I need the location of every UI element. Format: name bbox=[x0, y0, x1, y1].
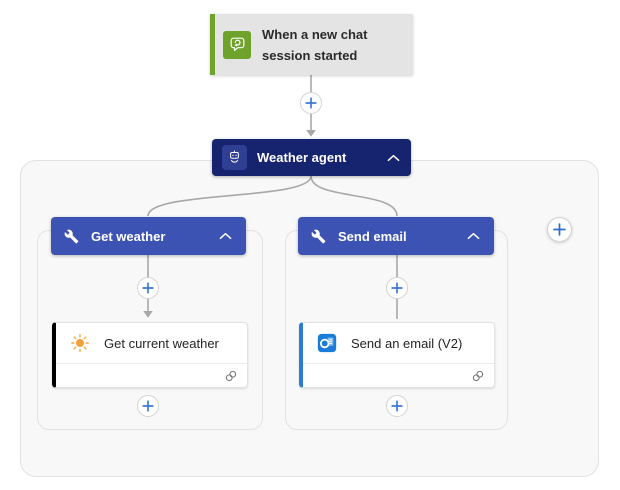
bot-icon bbox=[222, 145, 247, 170]
insert-action-button[interactable] bbox=[386, 277, 408, 299]
tool-label: Get weather bbox=[91, 228, 166, 244]
connection-icon bbox=[224, 369, 238, 383]
tool-collapse-button[interactable] bbox=[465, 229, 481, 243]
trigger-node[interactable]: When a new chat session started bbox=[210, 14, 413, 75]
trigger-label: When a new chat session started bbox=[262, 26, 368, 63]
action-label: Send an email (V2) bbox=[351, 335, 463, 351]
wrench-icon bbox=[64, 229, 79, 244]
agent-collapse-button[interactable] bbox=[385, 151, 401, 165]
wrench-icon bbox=[311, 229, 326, 244]
add-tool-button[interactable] bbox=[547, 217, 572, 242]
insert-action-button[interactable] bbox=[137, 277, 159, 299]
action-card-send-an-email[interactable]: Send an email (V2) bbox=[299, 322, 495, 388]
agent-label: Weather agent bbox=[257, 150, 347, 165]
agent-node[interactable]: Weather agent bbox=[212, 139, 411, 176]
sun-icon bbox=[68, 331, 92, 355]
outlook-icon bbox=[315, 331, 339, 355]
action-card-footer bbox=[56, 364, 247, 387]
add-action-button[interactable] bbox=[386, 395, 408, 417]
connection-icon bbox=[471, 369, 485, 383]
tool-header-send-email[interactable]: Send email bbox=[298, 217, 494, 255]
tool-collapse-button[interactable] bbox=[217, 229, 233, 243]
action-card-footer bbox=[303, 364, 494, 387]
action-card-header: Get current weather bbox=[56, 323, 247, 364]
chat-session-icon bbox=[223, 30, 251, 59]
tool-label: Send email bbox=[338, 228, 407, 244]
action-card-get-current-weather[interactable]: Get current weather bbox=[52, 322, 248, 388]
add-action-button[interactable] bbox=[137, 395, 159, 417]
action-label: Get current weather bbox=[104, 335, 219, 351]
tool-header-get-weather[interactable]: Get weather bbox=[51, 217, 246, 255]
insert-step-button[interactable] bbox=[300, 92, 322, 114]
action-card-header: Send an email (V2) bbox=[303, 323, 494, 364]
